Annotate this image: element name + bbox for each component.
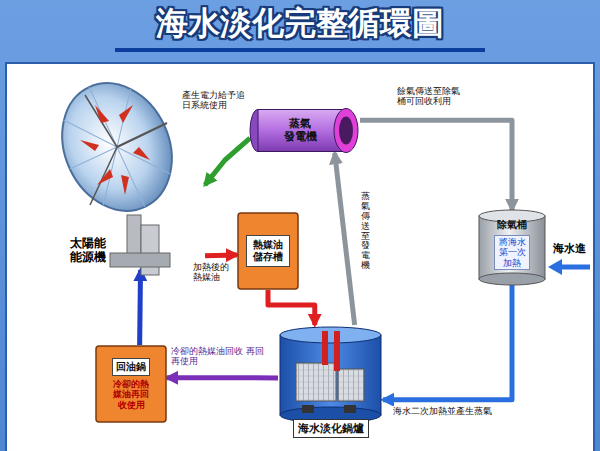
inlet-arrow — [548, 259, 590, 275]
title-banner: 海水淡化完整循環圖 — [0, 2, 600, 46]
edge-label: 冷卻的熱媒油回收 再回再使用 — [170, 346, 272, 367]
pipe-connector — [205, 138, 250, 185]
pipe-connector — [360, 120, 512, 210]
node-heading: 海水淡化鍋爐 — [293, 419, 369, 438]
node-body: 將海水 第一次 加熱 — [494, 235, 530, 270]
oil-storage-tank: 熱媒油 儲存槽 — [237, 212, 299, 290]
pipe-connector — [383, 285, 512, 400]
node-body: 冷卻的熱 媒油再回 收使用 — [111, 379, 151, 410]
node-heading: 除氣桶 — [497, 218, 527, 232]
pipe-connector — [167, 375, 278, 380]
edge-label: 加熱後的 熱媒油 — [192, 262, 234, 283]
pipe-connector — [268, 290, 315, 325]
node-heading: 蒸氣 發電機 — [282, 118, 318, 143]
edge-label: 蒸氣傳送至發電機 — [360, 192, 371, 271]
node-heading: 熱媒油 儲存槽 — [246, 235, 290, 267]
pipe-connector — [205, 252, 237, 258]
edge-label: 產生電力給予追 日系統使用 — [181, 90, 249, 111]
title-underline — [115, 48, 485, 52]
node-heading: 太陽能 能源機 — [67, 236, 109, 266]
edge-label: 餘氣傳送至除氣 桶可回收利用 — [396, 86, 466, 107]
pipe-connector — [137, 270, 143, 345]
degassing-tank: 除氣桶將海水 第一次 加熱 — [478, 210, 546, 285]
pipe-connector — [335, 153, 355, 325]
steam-generator: 蒸氣 發電機 — [250, 108, 360, 153]
edge-label: 海水二次加熱並產生蒸氣 — [392, 406, 493, 416]
inlet-label: 海水進 — [552, 243, 587, 256]
desalination-boiler: 海水淡化鍋爐 — [278, 325, 383, 440]
oil-return-pot: 回油鍋冷卻的熱 媒油再回 收使用 — [95, 345, 167, 423]
node-heading: 回油鍋 — [112, 358, 150, 376]
